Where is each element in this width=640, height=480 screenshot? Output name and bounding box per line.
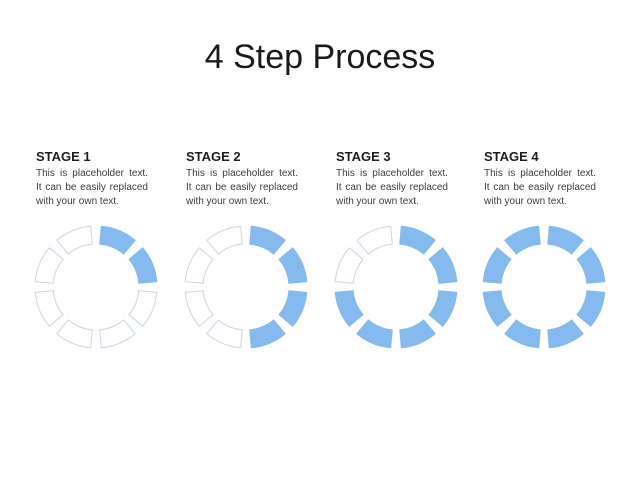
stage-4-progress-ring bbox=[482, 225, 606, 349]
stage-4-title: STAGE 4 bbox=[484, 149, 539, 164]
ring-segment-filled bbox=[547, 319, 584, 349]
ring-segment-filled bbox=[482, 290, 512, 327]
stage-2-title: STAGE 2 bbox=[186, 149, 241, 164]
ring-segment-empty bbox=[184, 290, 214, 327]
stage-3-progress-ring bbox=[334, 225, 458, 349]
ring-segment-filled bbox=[278, 290, 308, 327]
ring-segment-empty bbox=[334, 247, 364, 284]
stage-1-column: STAGE 1 This is placeholder text. It can… bbox=[34, 149, 158, 379]
stage-1-progress-ring bbox=[34, 225, 158, 349]
ring-segment-filled bbox=[399, 225, 436, 255]
ring-segment-filled bbox=[249, 225, 286, 255]
stage-4-column: STAGE 4 This is placeholder text. It can… bbox=[482, 149, 606, 379]
ring-segment-filled bbox=[428, 290, 458, 327]
ring-segment-empty bbox=[56, 319, 93, 349]
slide-title: 4 Step Process bbox=[204, 38, 436, 76]
ring-segment-filled bbox=[428, 247, 458, 284]
ring-segment-filled bbox=[504, 225, 541, 255]
stage-1-description: This is placeholder text. It can be easi… bbox=[36, 168, 148, 207]
stage-1-title: STAGE 1 bbox=[36, 149, 91, 164]
ring-segment-empty bbox=[34, 290, 64, 327]
stage-4-description: This is placeholder text. It can be easi… bbox=[484, 168, 596, 207]
ring-segment-filled bbox=[504, 319, 541, 349]
stage-2-description: This is placeholder text. It can be easi… bbox=[186, 168, 298, 207]
stage-3-description: This is placeholder text. It can be easi… bbox=[336, 168, 448, 207]
stage-2-column: STAGE 2 This is placeholder text. It can… bbox=[184, 149, 308, 379]
ring-segment-filled bbox=[482, 247, 512, 284]
ring-segment-filled bbox=[128, 247, 158, 284]
ring-segment-filled bbox=[399, 319, 436, 349]
stage-3-column: STAGE 3 This is placeholder text. It can… bbox=[334, 149, 458, 379]
ring-segment-empty bbox=[356, 225, 393, 255]
stage-3-title: STAGE 3 bbox=[336, 149, 391, 164]
ring-segment-filled bbox=[576, 247, 606, 284]
ring-segment-empty bbox=[206, 319, 243, 349]
ring-segment-filled bbox=[99, 225, 136, 255]
stage-2-progress-ring bbox=[184, 225, 308, 349]
ring-segment-empty bbox=[56, 225, 93, 255]
ring-segment-empty bbox=[34, 247, 64, 284]
ring-segment-empty bbox=[184, 247, 214, 284]
ring-segment-filled bbox=[278, 247, 308, 284]
ring-segment-filled bbox=[547, 225, 584, 255]
ring-segment-filled bbox=[356, 319, 393, 349]
ring-segment-filled bbox=[576, 290, 606, 327]
ring-segment-empty bbox=[99, 319, 136, 349]
ring-segment-empty bbox=[128, 290, 158, 327]
ring-segment-filled bbox=[334, 290, 364, 327]
ring-segment-empty bbox=[206, 225, 243, 255]
ring-segment-filled bbox=[249, 319, 286, 349]
